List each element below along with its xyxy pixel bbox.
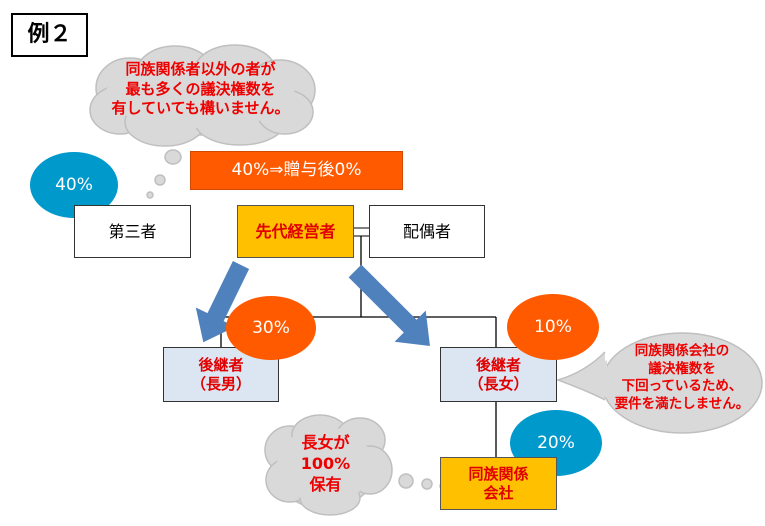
- son-title: 後継者: [198, 355, 244, 374]
- top-thought-cloud: [89, 44, 316, 199]
- company-line-1: 同族関係: [468, 464, 529, 483]
- bottom-thought-cloud: [264, 414, 447, 516]
- right-callout-line-2: 議決権数を: [648, 360, 716, 377]
- bottom-cloud-line-3: 保有: [309, 474, 342, 494]
- bottom-cloud-line-2: 100%: [300, 453, 351, 473]
- spouse-box: 配偶者: [369, 205, 485, 258]
- arrow-to-daughter: [348, 264, 430, 346]
- successor-daughter-box: 後継者 （長女）: [440, 347, 557, 402]
- son-share-bubble: 30%: [226, 296, 316, 360]
- right-callout-line-4: 要件を満たしません。: [614, 395, 750, 412]
- transfer-arrows: [195, 261, 430, 346]
- daughter-title: 後継者: [475, 355, 521, 374]
- example-label: 例２: [11, 13, 88, 57]
- daughter-share-bubble: 10%: [507, 294, 599, 360]
- bottom-cloud-text: 長女が 100% 保有: [278, 433, 373, 495]
- right-callout-shape: [555, 332, 763, 434]
- third-party-box: 第三者: [74, 205, 191, 258]
- right-callout-text: 同族関係会社の 議決権数を 下回っているため、 要件を満たしません。: [600, 343, 764, 413]
- top-cloud-line-1: 同族関係者以外の者が: [125, 60, 276, 78]
- top-cloud-text: 同族関係者以外の者が 最も多くの議決権数を 有していても構いません。: [98, 60, 303, 119]
- right-callout-line-1: 同族関係会社の: [634, 343, 730, 359]
- top-cloud-line-3: 有していても構いません。: [111, 99, 290, 117]
- arrow-to-son: [195, 261, 250, 343]
- right-callout-line-3: 下回っているため、: [621, 378, 743, 395]
- son-relation: （長男）: [190, 374, 251, 393]
- predecessor-box: 先代経営者: [237, 205, 354, 258]
- bottom-cloud-line-1: 長女が: [301, 433, 350, 452]
- successor-son-box: 後継者 （長男）: [163, 347, 279, 402]
- daughter-relation: （長女）: [468, 374, 529, 393]
- related-company-box: 同族関係 会社: [440, 457, 557, 510]
- transfer-banner: 40%⇒贈与後0%: [190, 151, 403, 190]
- top-cloud-line-2: 最も多くの議決権数を: [125, 79, 276, 98]
- spouse-link: [354, 227, 369, 237]
- company-line-2: 会社: [483, 483, 514, 502]
